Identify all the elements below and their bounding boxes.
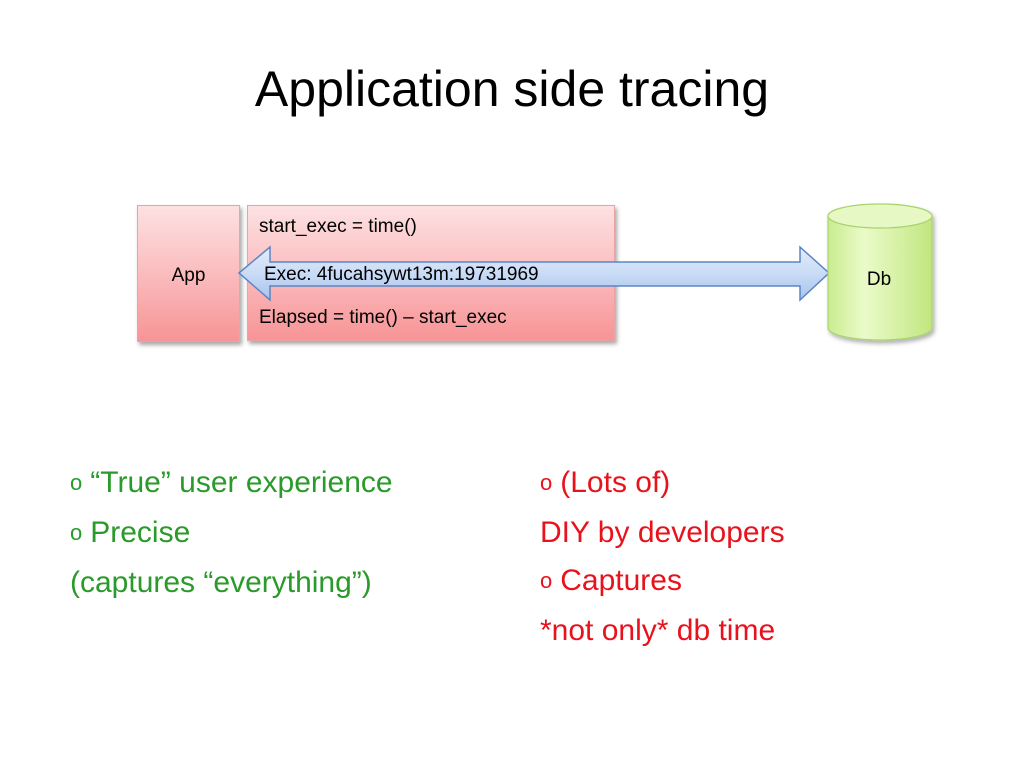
database-cylinder-icon bbox=[827, 203, 933, 341]
list-item: o Captures bbox=[540, 557, 785, 607]
bullet-text: Precise bbox=[90, 516, 191, 549]
bullet-marker: o bbox=[540, 470, 553, 495]
list-item: o Precise bbox=[70, 509, 393, 559]
arrow-label: Exec: 4fucahsywt13m:19731969 bbox=[264, 264, 539, 285]
bullet-marker: o bbox=[540, 568, 553, 593]
list-item: (captures “everything”) bbox=[70, 559, 393, 607]
list-item: o “True” user experience bbox=[70, 459, 393, 509]
list-item: o (Lots of) bbox=[540, 459, 785, 509]
list-item: *not only* db time bbox=[540, 607, 785, 655]
bullet-text: DIY by developers bbox=[540, 516, 785, 549]
db-label: Db bbox=[866, 269, 892, 290]
code-line-elapsed: Elapsed = time() – start_exec bbox=[259, 307, 507, 328]
bullet-marker: o bbox=[70, 470, 83, 495]
list-item: DIY by developers bbox=[540, 509, 785, 557]
bullet-text: (captures “everything”) bbox=[70, 566, 372, 599]
code-line-start-exec: start_exec = time() bbox=[259, 216, 417, 237]
slide-title: Application side tracing bbox=[254, 61, 770, 117]
bullet-text: *not only* db time bbox=[540, 614, 776, 647]
bullet-text: Captures bbox=[560, 564, 682, 597]
app-label: App bbox=[171, 265, 206, 286]
bullet-text: “True” user experience bbox=[90, 466, 393, 499]
bullet-marker: o bbox=[70, 520, 83, 545]
app-box: App bbox=[137, 205, 240, 342]
bullet-text: (Lots of) bbox=[560, 466, 671, 499]
